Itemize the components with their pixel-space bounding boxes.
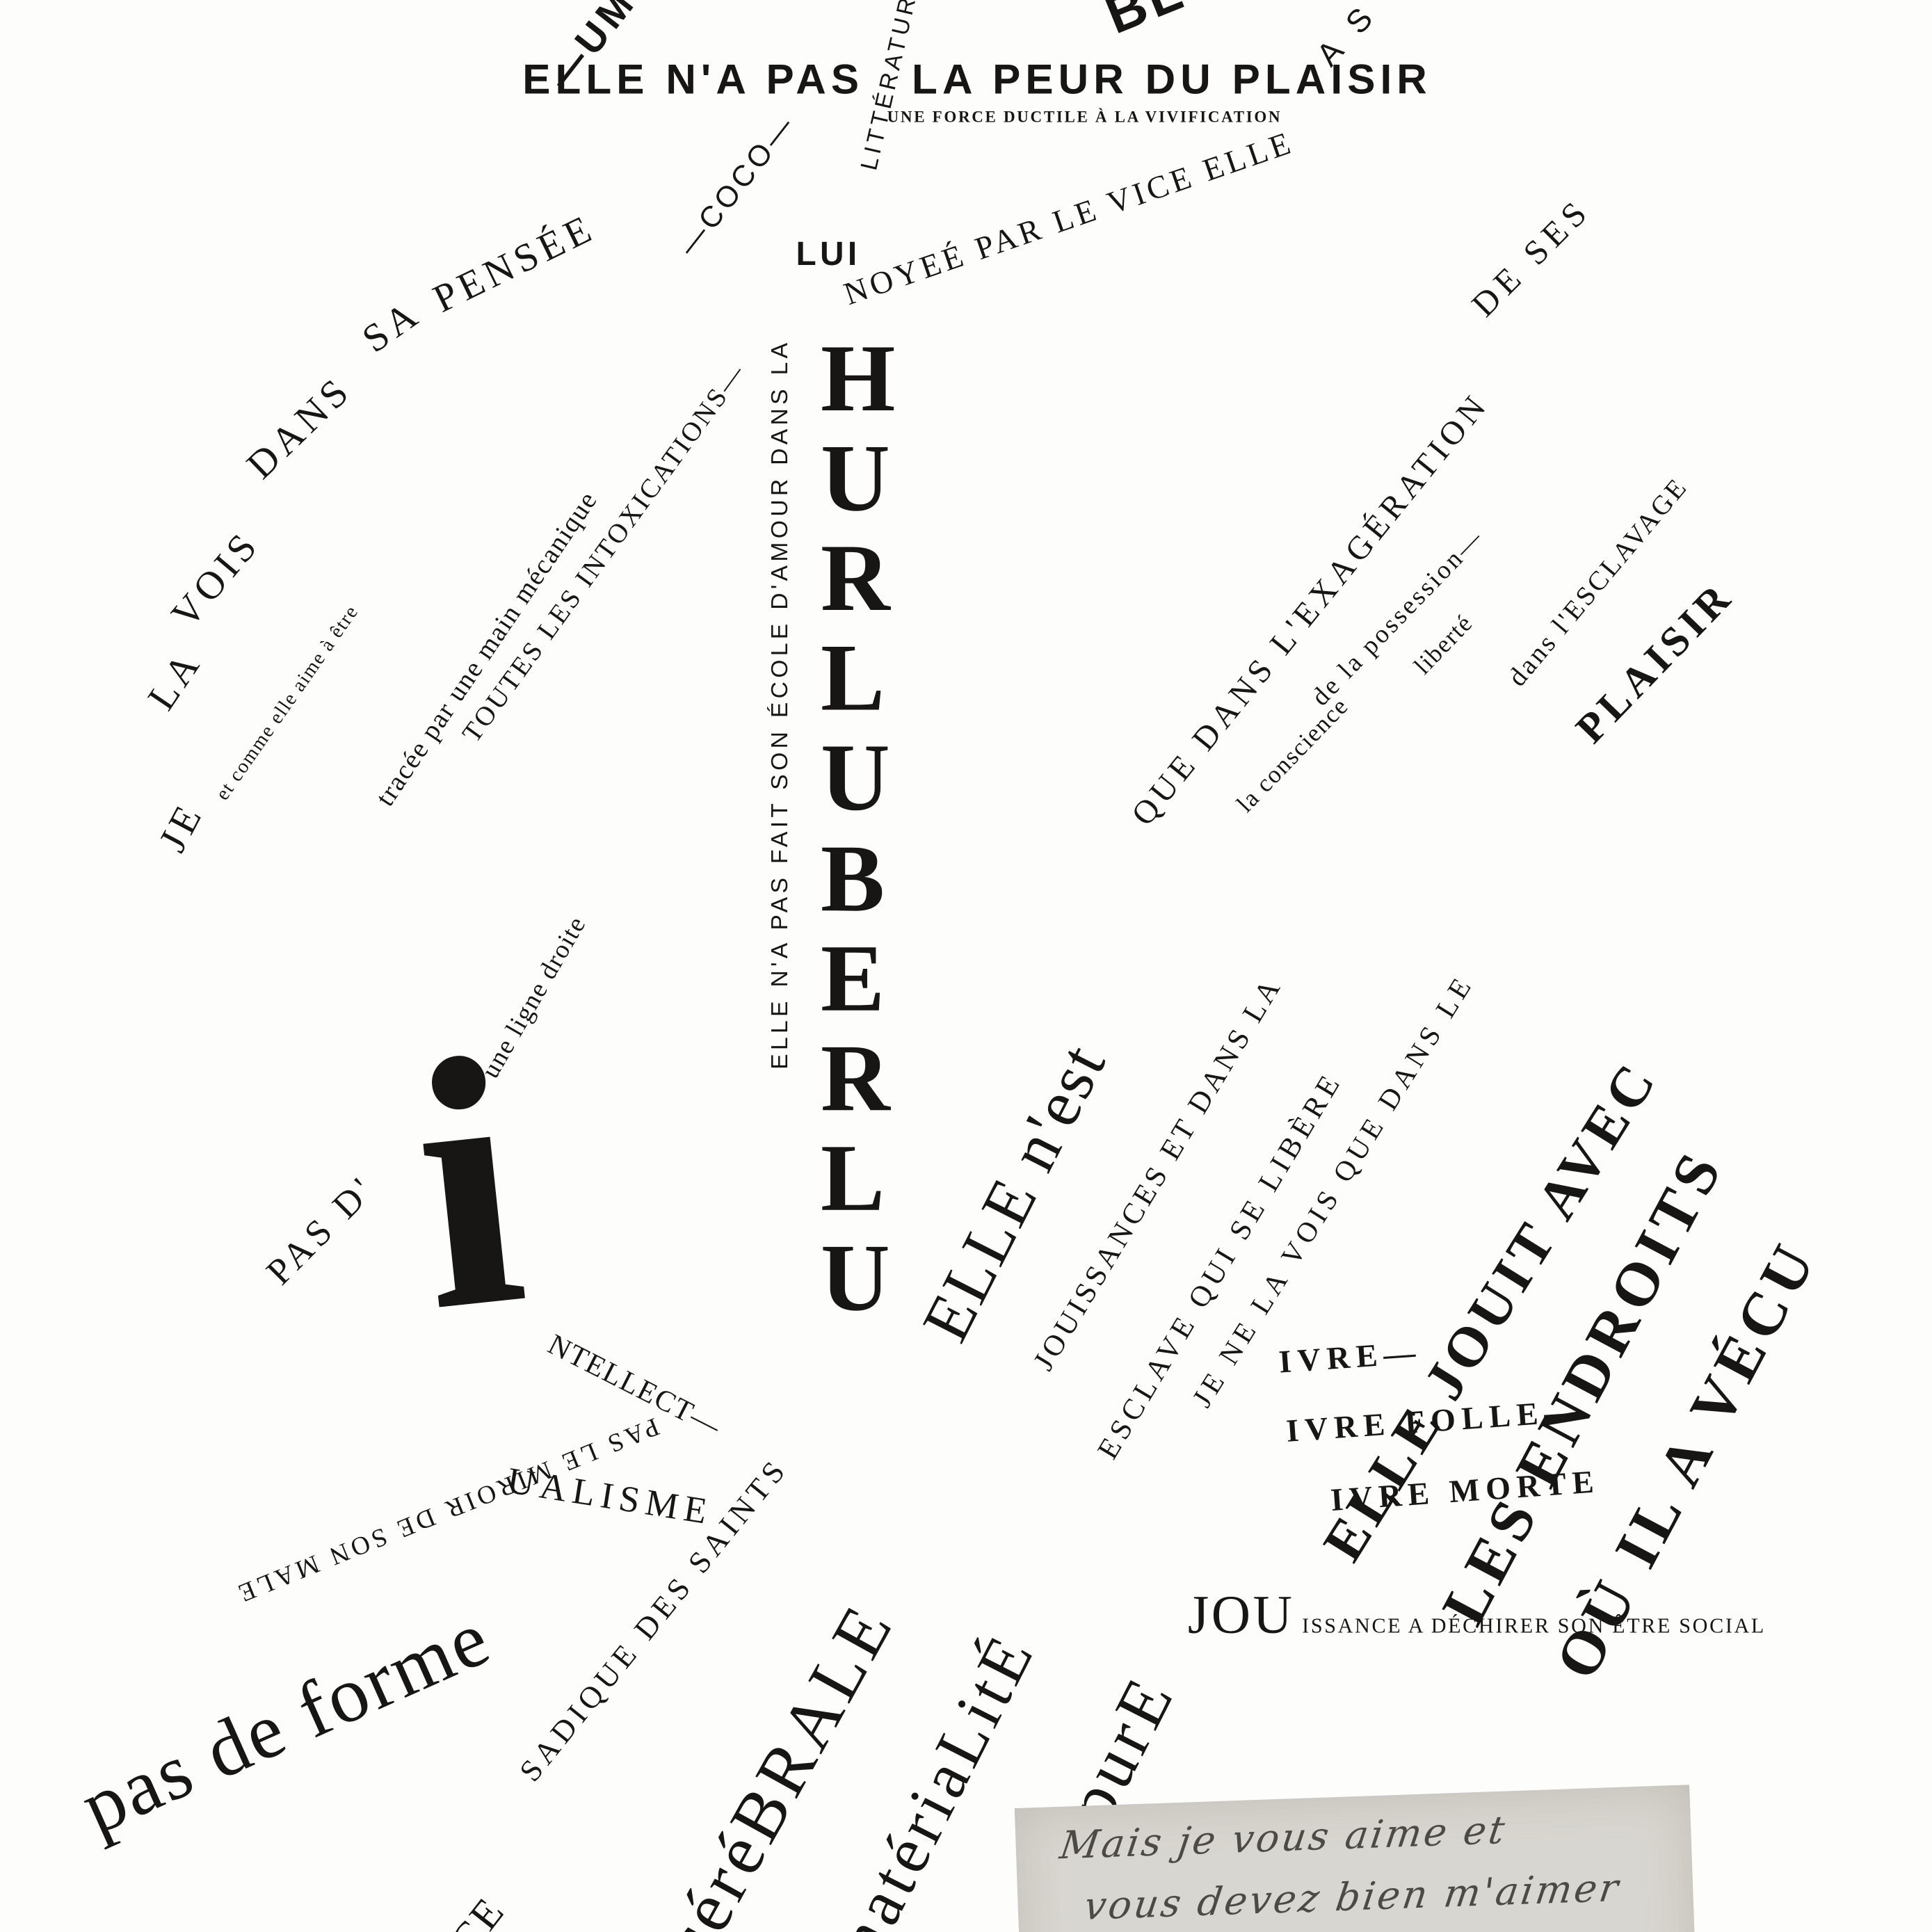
- title-right: LA PEUR DU PLAISIR: [912, 56, 1432, 104]
- fragment-bl: BL: [1097, 0, 1194, 47]
- line-pas-de-forme: pas de forme: [68, 1593, 504, 1851]
- line-jouissance-sociale: JOU ISSANCE A DÉCHIRER SON ÊTRE SOCIAL: [1187, 1584, 1766, 1645]
- line-esclave-qui-se-libere: ESCLAVE QUI SE LIBÈRE: [1092, 1066, 1349, 1465]
- line-et-comme-elle-aime: et comme elle aime à être: [212, 602, 363, 805]
- handwritten-note: Mais je vous aime et vous devez bien m'a…: [1014, 1785, 1696, 1932]
- arc-word-dans: DANS: [237, 367, 360, 488]
- subtitle-vivification: UNE FORCE DUCTILE À LA VIVIFICATION: [887, 107, 1282, 126]
- line-la-conscience: la conscience: [1232, 692, 1355, 819]
- line-noyee-par-le-vice: NOYEÉ PAR LE VICE ELLE: [839, 124, 1298, 312]
- line-que-dans-l-exageration: QUE DANS L'EXAGÉRATION: [1124, 385, 1496, 832]
- line-ivre: IVRE—: [1278, 1334, 1423, 1380]
- word-jou: JOU: [1187, 1584, 1295, 1645]
- note-line-2: vous devez bien m'aimer: [1081, 1866, 1624, 1930]
- arc-word-je: JE: [150, 794, 212, 859]
- fragment-ce: CE: [442, 1888, 515, 1932]
- title-left: ELLE N'A PAS: [522, 56, 864, 104]
- arc-word-la: LA: [138, 641, 211, 718]
- word-hurluberlu-vertical: HURLUBERLU: [820, 323, 896, 1331]
- word-pas-d: PAS D': [259, 1167, 385, 1293]
- word-coco: —COCO—: [672, 107, 803, 263]
- line-toutes-les-intoxications: TOUTES LES INTOXICATIONS—: [456, 356, 752, 748]
- note-line-1: Mais je vous aime et: [1056, 1808, 1510, 1869]
- word-liberte: liberté: [1409, 609, 1479, 680]
- line-ecole-d-amour: ELLE N'A PAS FAIT SON ÉCOLE D'AMOUR DANS…: [767, 339, 794, 1070]
- arc-word-sa: SA: [353, 289, 429, 361]
- arc-word-pensee: PENSÉE: [426, 204, 602, 321]
- word-de-ses: DE SES: [1465, 191, 1599, 325]
- letter-big-i: i: [398, 981, 539, 1385]
- line-issance-dechirer: ISSANCE A DÉCHIRER SON ÊTRE SOCIAL: [1302, 1613, 1766, 1638]
- line-tracee-main-mecanique: tracée par une main mécanique: [369, 485, 604, 812]
- word-lui: LUI: [796, 235, 861, 273]
- arc-word-vois: VOIS: [162, 521, 268, 636]
